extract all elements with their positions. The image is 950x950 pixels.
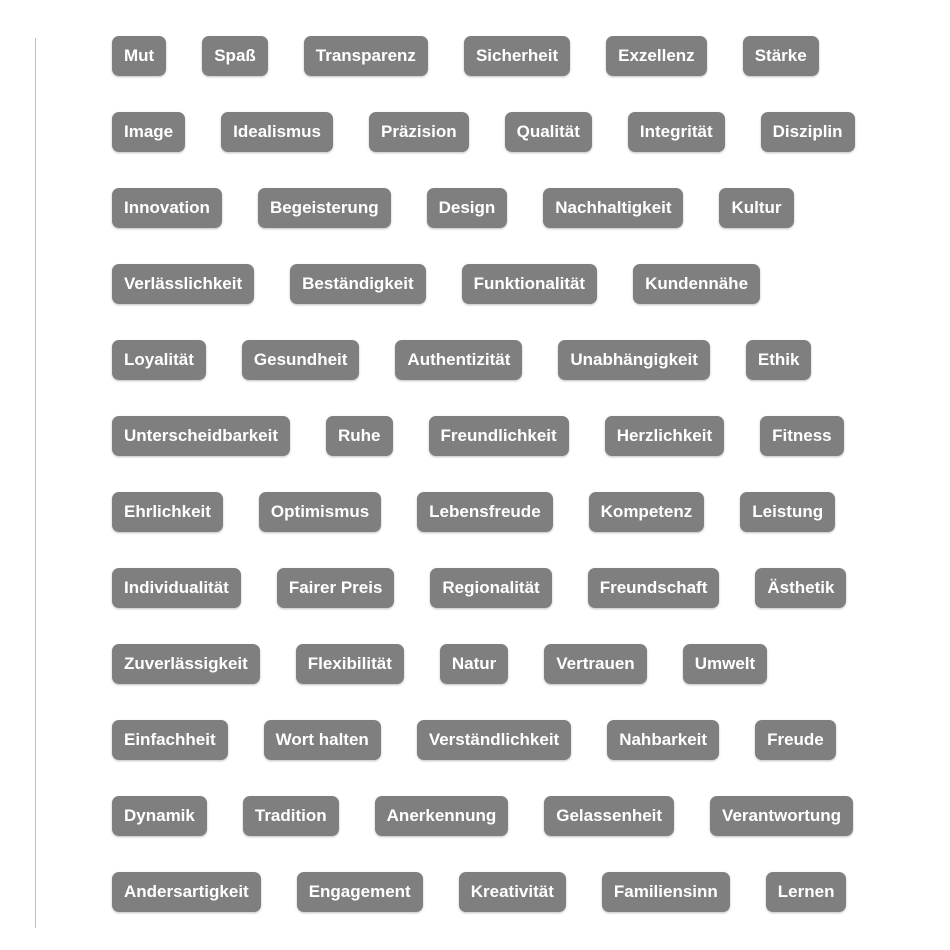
tag-loyalitaet[interactable]: Loyalität xyxy=(112,340,206,380)
tag-row: Zuverlässigkeit Flexibilität Natur Vertraue… xyxy=(112,644,872,684)
tag-transparenz[interactable]: Transparenz xyxy=(303,36,428,76)
tag-freundschaft[interactable]: Freundschaft xyxy=(587,568,720,608)
tag-herzlichkeit[interactable]: Herzlichkeit xyxy=(604,416,725,456)
tag-spass[interactable]: Spaß xyxy=(202,36,268,76)
tag-praezision[interactable]: Präzision xyxy=(369,112,469,152)
tag-tradition[interactable]: Tradition xyxy=(242,796,339,836)
tag-row: Innovation Begeisterung Design Nachhaltigke… xyxy=(112,188,872,228)
tag-ethik[interactable]: Ethik xyxy=(745,340,812,380)
tag-kreativitaet[interactable]: Kreativität xyxy=(458,872,566,912)
tag-qualitaet[interactable]: Qualität xyxy=(504,112,592,152)
tag-unabhaengigkeit[interactable]: Unabhängigkeit xyxy=(558,340,710,380)
tag-freude[interactable]: Freude xyxy=(755,720,836,760)
tag-ehrlichkeit[interactable]: Ehrlichkeit xyxy=(112,492,223,532)
tag-sicherheit[interactable]: Sicherheit xyxy=(463,36,571,76)
tag-cloud: Mut Spaß Transparenz Sicherheit Exzellenz Stä… xyxy=(112,36,872,912)
tag-flexibilitaet[interactable]: Flexibilität xyxy=(295,644,404,684)
tag-design[interactable]: Design xyxy=(426,188,508,228)
tag-fitness[interactable]: Fitness xyxy=(760,416,844,456)
tag-row: Image Idealismus Präzision Qualität Integrit… xyxy=(112,112,872,152)
tag-unterscheidbarkeit[interactable]: Unterscheidbarkeit xyxy=(112,416,290,456)
tag-row: Loyalität Gesundheit Authentizität Unabhäng… xyxy=(112,340,872,380)
tag-verstaendlichkeit[interactable]: Verständlichkeit xyxy=(416,720,572,760)
tag-zuverlaessigkeit[interactable]: Zuverlässigkeit xyxy=(112,644,260,684)
tag-row: Dynamik Tradition Anerkennung Gelassenheit V… xyxy=(112,796,872,836)
tag-umwelt[interactable]: Umwelt xyxy=(682,644,768,684)
tag-ruhe[interactable]: Ruhe xyxy=(326,416,393,456)
tag-nahbarkeit[interactable]: Nahbarkeit xyxy=(607,720,720,760)
tag-row: Verlässlichkeit Beständigkeit Funktionalit… xyxy=(112,264,872,304)
tag-authentizitaet[interactable]: Authentizität xyxy=(395,340,523,380)
tag-row: Andersartigkeit Engagement Kreativität Fami… xyxy=(112,872,872,912)
tag-idealismus[interactable]: Idealismus xyxy=(221,112,334,152)
tag-kundennaehe[interactable]: Kundennähe xyxy=(633,264,761,304)
tag-mut[interactable]: Mut xyxy=(112,36,167,76)
tag-verantwortung[interactable]: Verantwortung xyxy=(710,796,854,836)
left-divider xyxy=(35,38,36,928)
tag-dynamik[interactable]: Dynamik xyxy=(112,796,207,836)
tag-fairer-preis[interactable]: Fairer Preis xyxy=(276,568,395,608)
tag-staerke[interactable]: Stärke xyxy=(742,36,819,76)
tag-innovation[interactable]: Innovation xyxy=(112,188,222,228)
tag-natur[interactable]: Natur xyxy=(439,644,509,684)
tag-familiensinn[interactable]: Familiensinn xyxy=(601,872,730,912)
tag-bestaendigkeit[interactable]: Beständigkeit xyxy=(290,264,426,304)
tag-kultur[interactable]: Kultur xyxy=(719,188,794,228)
tag-anerkennung[interactable]: Anerkennung xyxy=(374,796,509,836)
tag-aesthetik[interactable]: Ästhetik xyxy=(755,568,847,608)
tag-row: Unterscheidbarkeit Ruhe Freundlichkeit Herz… xyxy=(112,416,872,456)
tag-andersartigkeit[interactable]: Andersartigkeit xyxy=(112,872,261,912)
tag-gelassenheit[interactable]: Gelassenheit xyxy=(544,796,675,836)
tag-engagement[interactable]: Engagement xyxy=(296,872,423,912)
tag-row: Mut Spaß Transparenz Sicherheit Exzellenz Stä… xyxy=(112,36,872,76)
tag-gesundheit[interactable]: Gesundheit xyxy=(241,340,360,380)
tag-leistung[interactable]: Leistung xyxy=(740,492,836,532)
tag-begeisterung[interactable]: Begeisterung xyxy=(257,188,391,228)
tag-regionalitaet[interactable]: Regionalität xyxy=(430,568,552,608)
tag-row: Individualität Fairer Preis Regionalität Fr… xyxy=(112,568,872,608)
tag-vertrauen[interactable]: Vertrauen xyxy=(544,644,647,684)
tag-freundlichkeit[interactable]: Freundlichkeit xyxy=(428,416,569,456)
tag-nachhaltigkeit[interactable]: Nachhaltigkeit xyxy=(543,188,684,228)
tag-individualitaet[interactable]: Individualität xyxy=(112,568,241,608)
tag-lernen[interactable]: Lernen xyxy=(765,872,847,912)
tag-integritaet[interactable]: Integrität xyxy=(627,112,725,152)
tag-row: Ehrlichkeit Optimismus Lebensfreude Kompete… xyxy=(112,492,872,532)
tag-einfachheit[interactable]: Einfachheit xyxy=(112,720,228,760)
tag-exzellenz[interactable]: Exzellenz xyxy=(606,36,707,76)
tag-funktionalitaet[interactable]: Funktionalität xyxy=(461,264,598,304)
tag-row: Einfachheit Wort halten Verständlichkeit Na… xyxy=(112,720,872,760)
tag-disziplin[interactable]: Disziplin xyxy=(760,112,855,152)
tag-image[interactable]: Image xyxy=(112,112,186,152)
tag-kompetenz[interactable]: Kompetenz xyxy=(588,492,705,532)
tag-wort-halten[interactable]: Wort halten xyxy=(263,720,381,760)
tag-verlaesslichkeit[interactable]: Verlässlichkeit xyxy=(112,264,255,304)
tag-optimismus[interactable]: Optimismus xyxy=(258,492,382,532)
tag-lebensfreude[interactable]: Lebensfreude xyxy=(417,492,553,532)
